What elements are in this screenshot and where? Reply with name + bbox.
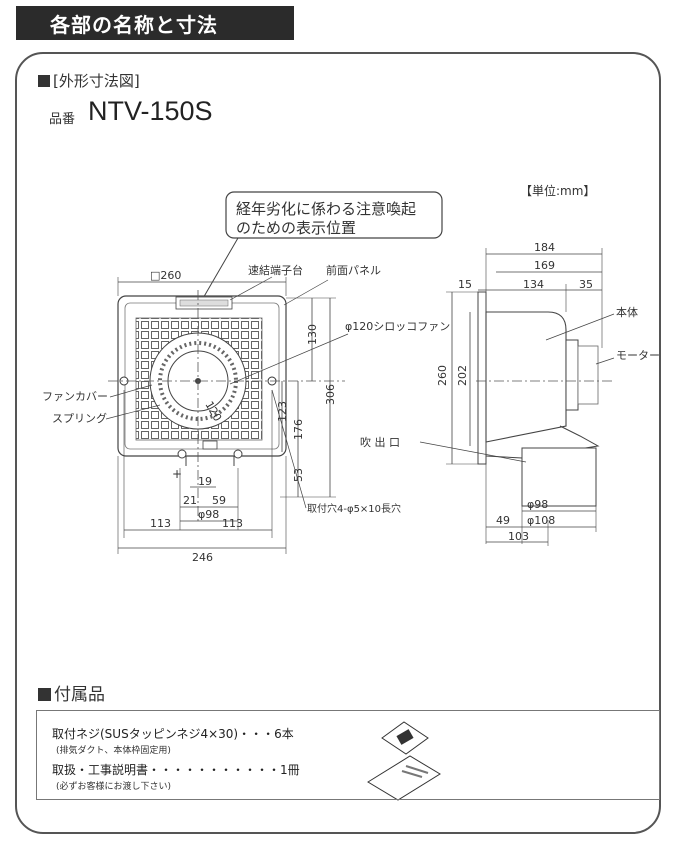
side-motor [565,339,579,411]
side-flange [477,291,487,465]
dim-113-left: 113 [150,517,171,530]
dim-113-right: 113 [222,517,243,530]
accessory-screws-note: (排気ダクト、本体枠固定用) [56,746,171,756]
callout-line1: 経年劣化に係わる注意喚起 [236,200,416,218]
accessory-manual: 取扱・工事説明書・・・・・・・・・・・1冊 [52,763,300,777]
dim-260: 260 [436,365,449,386]
dim-sq260: □260 [150,269,181,282]
manual-illustration [367,755,441,801]
dim-246: 246 [192,551,213,564]
accessories-box [36,710,660,800]
label-spring: スプリング [52,411,107,425]
accessories-section-title: 付属品 [38,680,105,705]
square-bullet-icon [38,75,50,87]
outline-section-title: [外形寸法図] [38,70,140,91]
accessory-screws: 取付ネジ(SUSタッピンネジ4×30)・・・6本 [52,727,294,741]
label-terminal: 速結端子台 [248,263,303,277]
label-outlet: 吹 出 口 [360,435,400,449]
accessory-manual-note: (必ずお客様にお渡し下さい) [56,782,172,792]
unit-label: 【単位:mm】 [520,184,596,198]
dim-53: 53 [292,468,305,482]
svg-text:+: + [172,467,182,481]
dim-35: 35 [579,278,593,291]
callout-box [225,191,443,239]
dim-49: 49 [496,514,510,527]
square-bullet-icon [38,688,51,701]
label-motor: モーター [616,349,660,362]
dim-phi98: φ98 [198,508,219,521]
model-number: NTV-150S [88,96,213,126]
screw-pack-illustration [381,721,429,755]
callout-line2: のための表示位置 [236,219,356,237]
model-label: 品番 [49,112,76,127]
label-fan-cover: ファンカバー [42,390,108,403]
label-fan: φ120シロッコファン [345,320,450,333]
dim-306: 306 [324,384,337,405]
dim-59: 59 [212,494,226,507]
label-mount-hole: 取付穴4-φ5×10長穴 [307,502,401,515]
dim-134: 134 [523,278,544,291]
dim-169: 169 [534,259,555,272]
label-front-panel: 前面パネル [326,263,381,277]
dim-side-phi98: φ98 [527,498,548,511]
side-outlet [521,447,597,507]
dim-103: 103 [508,530,529,543]
header-title: 各部の名称と寸法 [50,13,218,37]
dim-21: 21 [183,494,197,507]
dim-123: 123 [276,401,289,422]
side-body [485,311,567,443]
dim-side-phi108: φ108 [527,514,555,527]
dim-202: 202 [456,365,469,386]
dim-130: 130 [306,324,319,345]
dim-19: 19 [198,475,212,488]
header-bar: 各部の名称と寸法 [16,6,294,40]
callout-leader [201,237,239,301]
label-body: 本体 [616,305,638,319]
dim-184: 184 [534,241,555,254]
dim-176: 176 [292,419,305,440]
dim-15: 15 [458,278,472,291]
outline-frame [15,52,661,834]
